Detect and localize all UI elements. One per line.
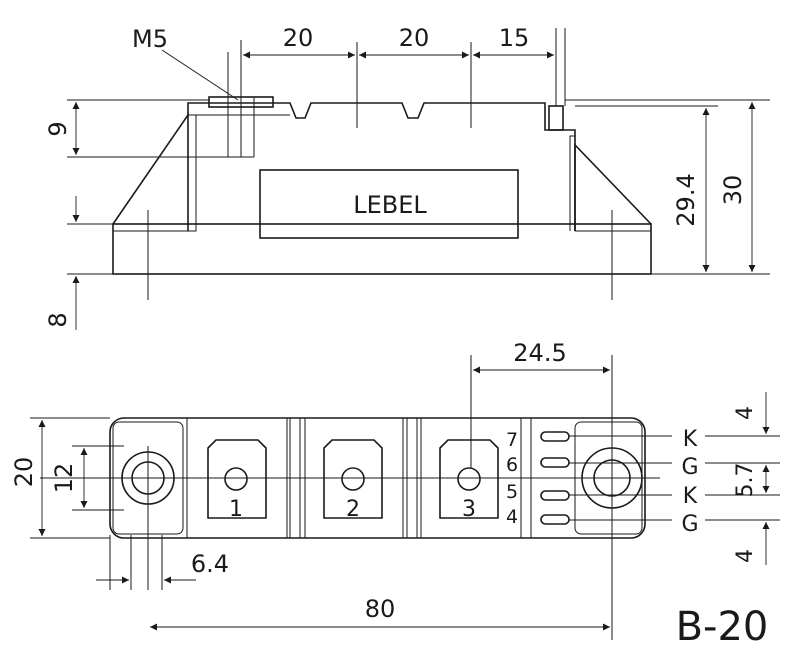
terminal-2	[323, 439, 383, 519]
gate-pin	[548, 105, 564, 131]
label-text: LEBEL	[353, 191, 427, 219]
pin-number-6: 6	[506, 454, 518, 476]
pin-number-7: 7	[506, 429, 518, 451]
dim-6-4: 6.4	[191, 550, 229, 578]
dim-right-30: 30	[719, 175, 747, 206]
base-plate	[112, 223, 652, 275]
label-box	[259, 169, 519, 239]
pin-label-g2: G	[681, 512, 698, 537]
dim-left-12: 12	[50, 463, 78, 494]
pin-number-4: 4	[506, 506, 518, 528]
right-wing	[574, 143, 652, 231]
package-code: B-20	[676, 604, 769, 650]
dim-80: 80	[365, 595, 396, 623]
pin-slot-4	[540, 514, 570, 525]
pin-slot-7	[540, 431, 570, 442]
dim-left-9: 9	[44, 121, 72, 136]
pin-label-k2: K	[683, 484, 698, 509]
terminal-2-label: 2	[346, 497, 360, 522]
terminal-1-label: 1	[229, 497, 243, 522]
dim-top-20a: 20	[283, 24, 314, 52]
dim-pitch-4-top: 4	[733, 406, 758, 420]
dim-24-5: 24.5	[513, 339, 566, 367]
pin-number-5: 5	[506, 481, 518, 503]
dim-top-15: 15	[499, 24, 530, 52]
m5-label: M5	[132, 25, 168, 53]
left-wing	[112, 112, 189, 231]
plan-view: 1 2 3 7 6 5 4 K G K G	[10, 339, 780, 650]
dim-pitch-5-7: 5.7	[733, 463, 758, 498]
dim-pitch-4-bottom: 4	[733, 549, 758, 563]
dim-right-29-4: 29.4	[672, 173, 700, 226]
housing	[187, 102, 576, 231]
dim-top-20b: 20	[399, 24, 430, 52]
dim-left-8: 8	[44, 312, 72, 327]
pin-label-k1: K	[683, 427, 698, 452]
side-view: LEBEL M5 20 20 15 9 8	[44, 24, 770, 330]
pin-label-g1: G	[681, 455, 698, 480]
pin-slot-6	[540, 457, 570, 468]
dim-left-20: 20	[10, 457, 38, 488]
terminal-3-label: 3	[462, 497, 476, 522]
terminal-1	[207, 439, 267, 519]
pin-slot-5	[540, 490, 570, 501]
terminal-3	[439, 439, 499, 519]
